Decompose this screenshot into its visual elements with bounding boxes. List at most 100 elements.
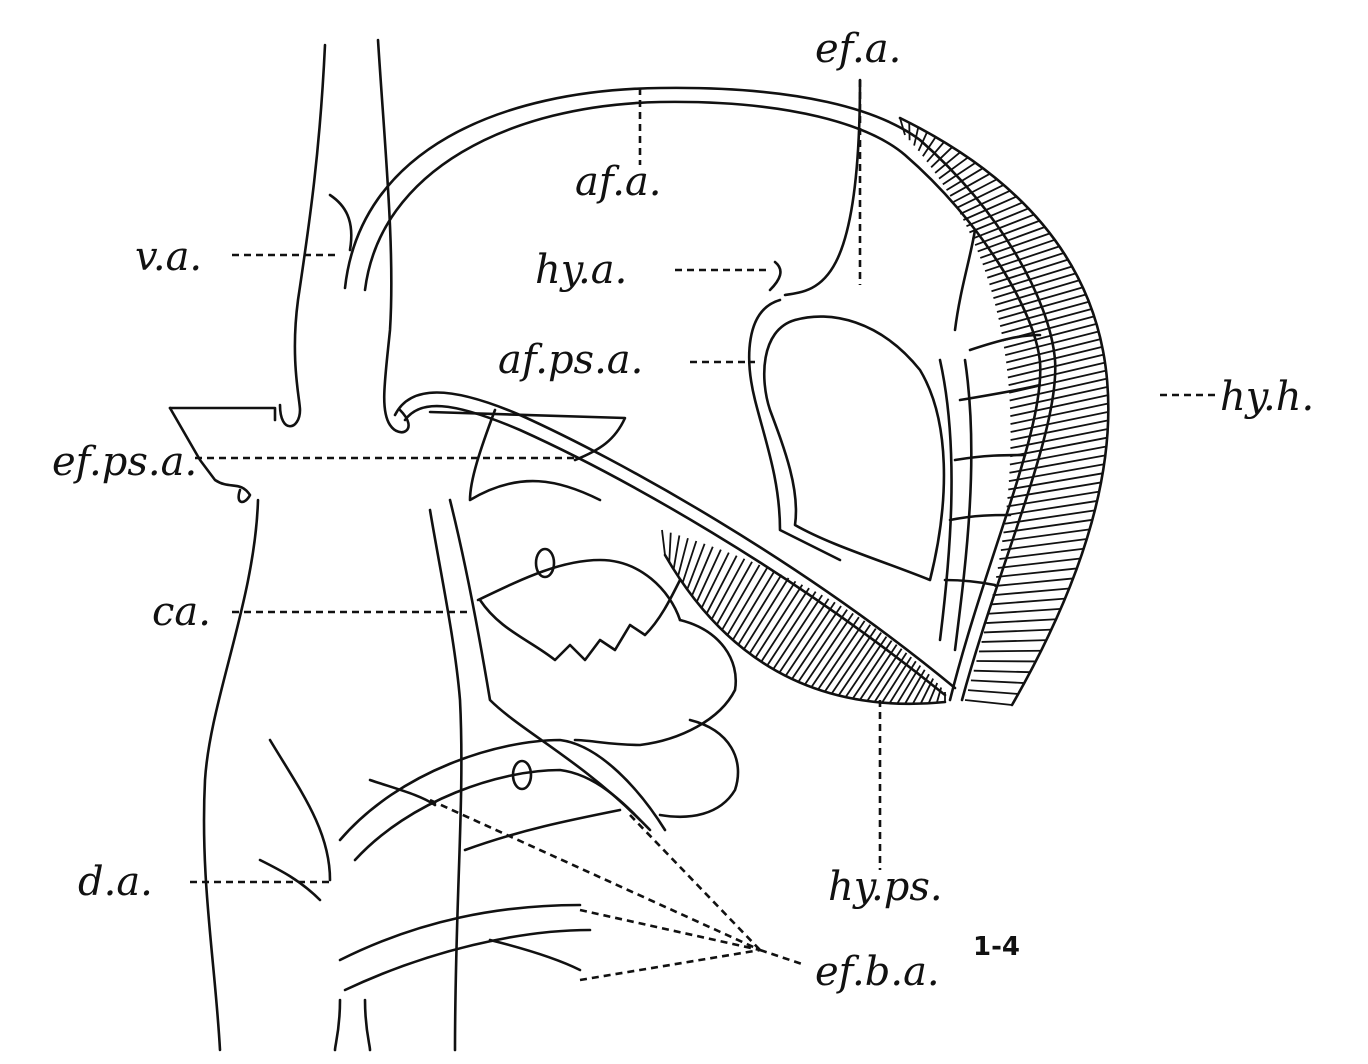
pseudobranch-filament [705,555,738,615]
hemibranch-filament [1009,385,1108,410]
hemibranch-filament [981,639,1047,643]
pseudobranch-filament [830,628,877,695]
hemibranch-filament [926,141,945,163]
hemibranch-filament [982,238,1056,266]
hemibranch-filament [1010,428,1108,450]
hemibranch-filament [991,265,1073,293]
hemibranch-filament [1007,481,1102,499]
pseudobranch-filament [919,678,934,704]
pseudobranch-filament [797,609,848,683]
label-ef-a: ef.a. [815,26,901,72]
hemibranch-filament [979,649,1042,653]
hemibranch-filament [994,577,1074,587]
pseudobranch-filament [760,587,810,663]
pseudobranch-filament [672,535,681,570]
hemibranch-filament [993,272,1077,299]
hemibranch-filament [990,597,1066,606]
pseudobranch-filament [677,537,689,577]
pseudobranch-filament [748,580,797,655]
pseudobranch-filament [726,567,768,636]
hemibranch-filament [1006,490,1100,508]
label-d-a: d.a. [78,859,153,905]
hemibranch-filament [949,172,991,197]
label-hy-a: hy.a. [535,247,627,293]
pseudobranch-filament [804,612,854,686]
label-ca: ca. [152,589,211,635]
hemibranch-filament [1010,402,1109,425]
ventral-aorta [278,38,410,434]
pseudobranch-filament [737,574,783,646]
hemibranch-filament [967,689,1019,695]
hemibranch-filament [956,184,1005,209]
pseudobranch-filament [772,594,823,670]
hemibranch-filament [1009,377,1108,402]
label-ef-b-a-superscript: 1-4 [973,932,1020,962]
pseudobranch-filament [791,605,842,680]
pseudobranch-filament [817,620,866,690]
hemibranch-filament [964,699,1013,706]
hemibranch-filament [992,587,1070,597]
hemibranch-outline [898,116,1110,707]
pseudobranch-filament [743,577,790,650]
pseudobranch-loop [747,78,1042,652]
pseudobranch-filament [661,529,666,556]
hemibranch-filament [996,567,1077,578]
hemibranch-filament [1005,500,1098,517]
pseudobranch-filament [837,632,882,696]
label-af-ps-a: af.ps.a. [498,337,643,383]
hemibranch-filament [969,207,1029,234]
pseudobranch-filament [668,532,672,563]
labels: ef.a. af.a. v.a. hy.a. af.ps.a. hy.h. ef… [52,26,1314,995]
hemibranch-filament [971,213,1035,240]
label-hy-ps: hy.ps. [828,864,943,910]
hemibranch-filament [1008,472,1103,491]
pseudobranch-filament [778,598,830,674]
hemibranch-filament [984,245,1060,272]
label-ef-ps-a: ef.ps.a. [52,439,197,485]
pseudobranch-filament [766,591,817,667]
hemibranch-filament [1002,528,1090,543]
pseudobranch-filament [721,564,761,631]
pseudobranch-filament [691,546,714,597]
hemibranch-filament [989,258,1069,286]
hemibranch-filament [973,669,1031,674]
hemibranch-filament [970,679,1025,684]
pseudobranch-filament [844,636,888,698]
hemibranch-filament [1000,538,1087,551]
hemibranch-filament [987,252,1065,279]
hemibranch-filament [1010,419,1109,441]
pseudobranch-filament [716,561,753,626]
hemibranch-filament [959,189,1011,215]
hemibranch-filament [938,156,969,180]
hemibranch-filament [999,547,1084,560]
hemibranch-filament [934,151,961,174]
hemibranch-filament [1008,361,1106,386]
label-v-a: v.a. [135,234,202,280]
hemibranch-filament [1010,394,1109,418]
hemibranch-filament [986,618,1057,624]
hemibranch-filament [1003,518,1093,534]
pseudobranch-filament [700,552,730,609]
hemibranch-filament [1008,463,1105,483]
leader-lines [190,80,1215,982]
hemibranch-filament [953,178,998,203]
pseudobranch-filament [912,673,930,705]
hemibranch-filament [983,628,1052,634]
hemibranch-filament [963,195,1017,221]
pseudobranch-filament [810,616,860,688]
pseudobranch-filament [686,543,706,590]
pseudobranch-filament [710,558,746,620]
pseudobranch-filament [732,570,776,641]
pseudobranch-filament [824,624,872,693]
hemibranch-filament [1009,454,1106,474]
label-af-a: af.a. [575,159,662,205]
hemibranch-filament [899,117,906,136]
hemibranch-filament [1009,445,1107,466]
efferent-pseudobranch-artery [168,391,957,697]
hemibranch-filament [946,167,984,191]
hemibranch-filament [988,608,1061,615]
hemibranch-filament [997,557,1081,569]
hemibranch-filament [1010,410,1109,433]
pseudobranch-filament [784,601,836,677]
